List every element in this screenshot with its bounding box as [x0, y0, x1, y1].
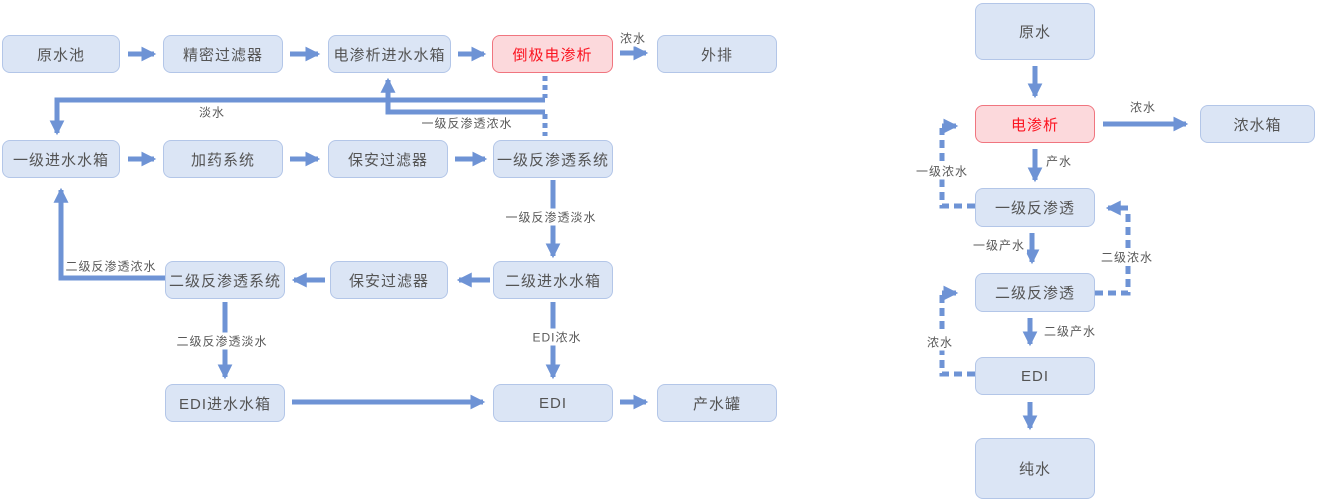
node-product-tank: 产水罐	[657, 384, 777, 422]
node-guard-filter-2: 保安过滤器	[330, 261, 448, 299]
node-s2-feed-tank: 二级进水水箱	[493, 261, 613, 299]
node-ro1: 一级反渗透	[975, 188, 1095, 227]
edge-edi-concentrate-elbow	[939, 295, 975, 377]
edge-label-ro1-concentrate: 一级反渗透浓水	[419, 114, 515, 132]
edge-label-ro1-permeate: 一级反渗透淡水	[503, 208, 599, 226]
node-pure-water: 纯水	[975, 438, 1095, 499]
node-raw-water: 原水	[975, 3, 1095, 60]
edge-label-ro2-permeate: 二级反渗透淡水	[174, 332, 270, 350]
edge-label-fresh-water: 淡水	[196, 103, 228, 121]
edge-ro1-concentrate-return	[380, 77, 545, 115]
node-edr: 倒极电渗析	[492, 35, 613, 73]
edge-s2-concentrate-elbow	[1095, 210, 1131, 296]
node-fine-filter: 精密过滤器	[163, 35, 283, 73]
node-conc-tank: 浓水箱	[1200, 105, 1315, 143]
edge-fresh-water-return	[49, 97, 545, 136]
node-ro1-system: 一级反渗透系统	[493, 140, 613, 178]
edge-label-s2-product: 二级产水	[1041, 322, 1099, 340]
edge-label-s1-concentrate: 一级浓水	[913, 162, 971, 180]
edge-label-product: 产水	[1043, 152, 1075, 170]
edge-label-edi-concentrate-right: 浓水	[924, 333, 956, 351]
node-edi-right: EDI	[975, 357, 1095, 395]
node-ro2: 二级反渗透	[975, 273, 1095, 312]
node-ro2-system: 二级反渗透系统	[165, 261, 285, 299]
edge-label-concentrate-discharge: 浓水	[617, 29, 649, 47]
node-edi: EDI	[493, 384, 613, 422]
node-s1-feed-tank: 一级进水水箱	[2, 140, 120, 178]
node-raw-pool: 原水池	[2, 35, 120, 73]
node-ed-feed-tank: 电渗析进水水箱	[328, 35, 451, 73]
node-discharge: 外排	[657, 35, 777, 73]
node-guard-filter-1: 保安过滤器	[328, 140, 448, 178]
edge-label-edi-concentrate: EDI浓水	[530, 328, 584, 346]
edge-label-s2-concentrate: 二级浓水	[1098, 248, 1156, 266]
edge-label-s1-product: 一级产水	[970, 236, 1028, 254]
edge-label-ro2-concentrate: 二级反渗透浓水	[63, 257, 159, 275]
node-dosing: 加药系统	[163, 140, 283, 178]
node-ed: 电渗析	[975, 105, 1095, 143]
edge-ro2-concentrate-return	[53, 187, 165, 281]
edge-s1-concentrate-elbow	[939, 128, 975, 209]
edge-label-concentrate: 浓水	[1127, 98, 1159, 116]
node-edi-feed-tank: EDI进水水箱	[165, 384, 285, 422]
